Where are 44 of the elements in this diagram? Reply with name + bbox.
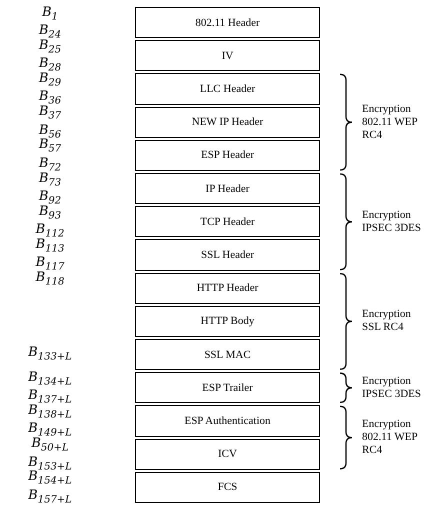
field-box: SSL Header: [135, 239, 320, 271]
field-box: HTTP Body: [135, 306, 320, 337]
byte-offset-label: B$_{133+L}$: [27, 346, 73, 365]
field-box: IP Header: [135, 173, 320, 204]
encryption-note: Encryption IPSEC 3DES: [362, 374, 422, 401]
byte-offset-label: B$_{117}$: [34, 256, 66, 273]
byte-offset-label: B$_{134+L}$: [27, 370, 73, 390]
byte-offset-label: B$_{137+L}$: [27, 389, 73, 406]
field-box: ESP Header: [135, 140, 320, 171]
byte-offset-label: B$_{24}$: [38, 24, 62, 40]
byte-offset-label: B$_{50+L}$: [30, 437, 70, 456]
byte-offset-label: B$_{73}$: [38, 172, 62, 190]
byte-offset-label: B$_{93}$: [38, 204, 62, 224]
field-box: ESP Trailer: [135, 372, 320, 404]
byte-offset-label: B$_{1}$: [40, 6, 59, 24]
field-box: TCP Header: [135, 206, 320, 238]
field-box: LLC Header: [135, 73, 320, 105]
byte-offset-label: B$_{29}$: [38, 72, 62, 90]
field-box: ICV: [135, 438, 320, 470]
byte-offset-label: B$_{149+L}$: [27, 422, 73, 439]
byte-offset-label: B$_{138+L}$: [27, 404, 73, 422]
byte-offset-label: B$_{118}$: [34, 271, 66, 290]
field-box: NEW IP Header: [135, 106, 320, 138]
byte-offset-label: B$_{112}$: [34, 223, 66, 240]
field-box: 802.11 Header: [135, 7, 320, 38]
field-box: IV: [135, 40, 320, 72]
byte-offset-label: B$_{57}$: [38, 138, 62, 158]
encryption-note: Encryption 802.11 WEP RC4: [362, 418, 418, 458]
byte-offset-label: B$_{154+L}$: [27, 470, 73, 490]
byte-offset-label: B$_{113}$: [34, 238, 66, 256]
encryption-note: Encryption 802.11 WEP RC4: [362, 102, 418, 142]
field-box: SSL MAC: [135, 339, 320, 370]
byte-offset-label: B$_{37}$: [38, 105, 62, 124]
encryption-note: Encryption SSL RC4: [362, 308, 412, 334]
field-box: ESP Authentication: [135, 405, 320, 437]
field-box: FCS: [135, 472, 320, 503]
byte-offset-label: B$_{28}$: [38, 57, 62, 74]
byte-offset-label: B$_{72}$: [38, 156, 62, 174]
field-box: HTTP Header: [135, 272, 320, 304]
byte-offset-label: B$_{25}$: [38, 38, 62, 58]
byte-offset-label: B$_{92}$: [38, 190, 62, 206]
encryption-note: Encryption IPSEC 3DES: [362, 208, 422, 235]
byte-offset-label: B$_{157+L}$: [27, 488, 73, 508]
byte-offset-label: B$_{36}$: [38, 90, 62, 107]
